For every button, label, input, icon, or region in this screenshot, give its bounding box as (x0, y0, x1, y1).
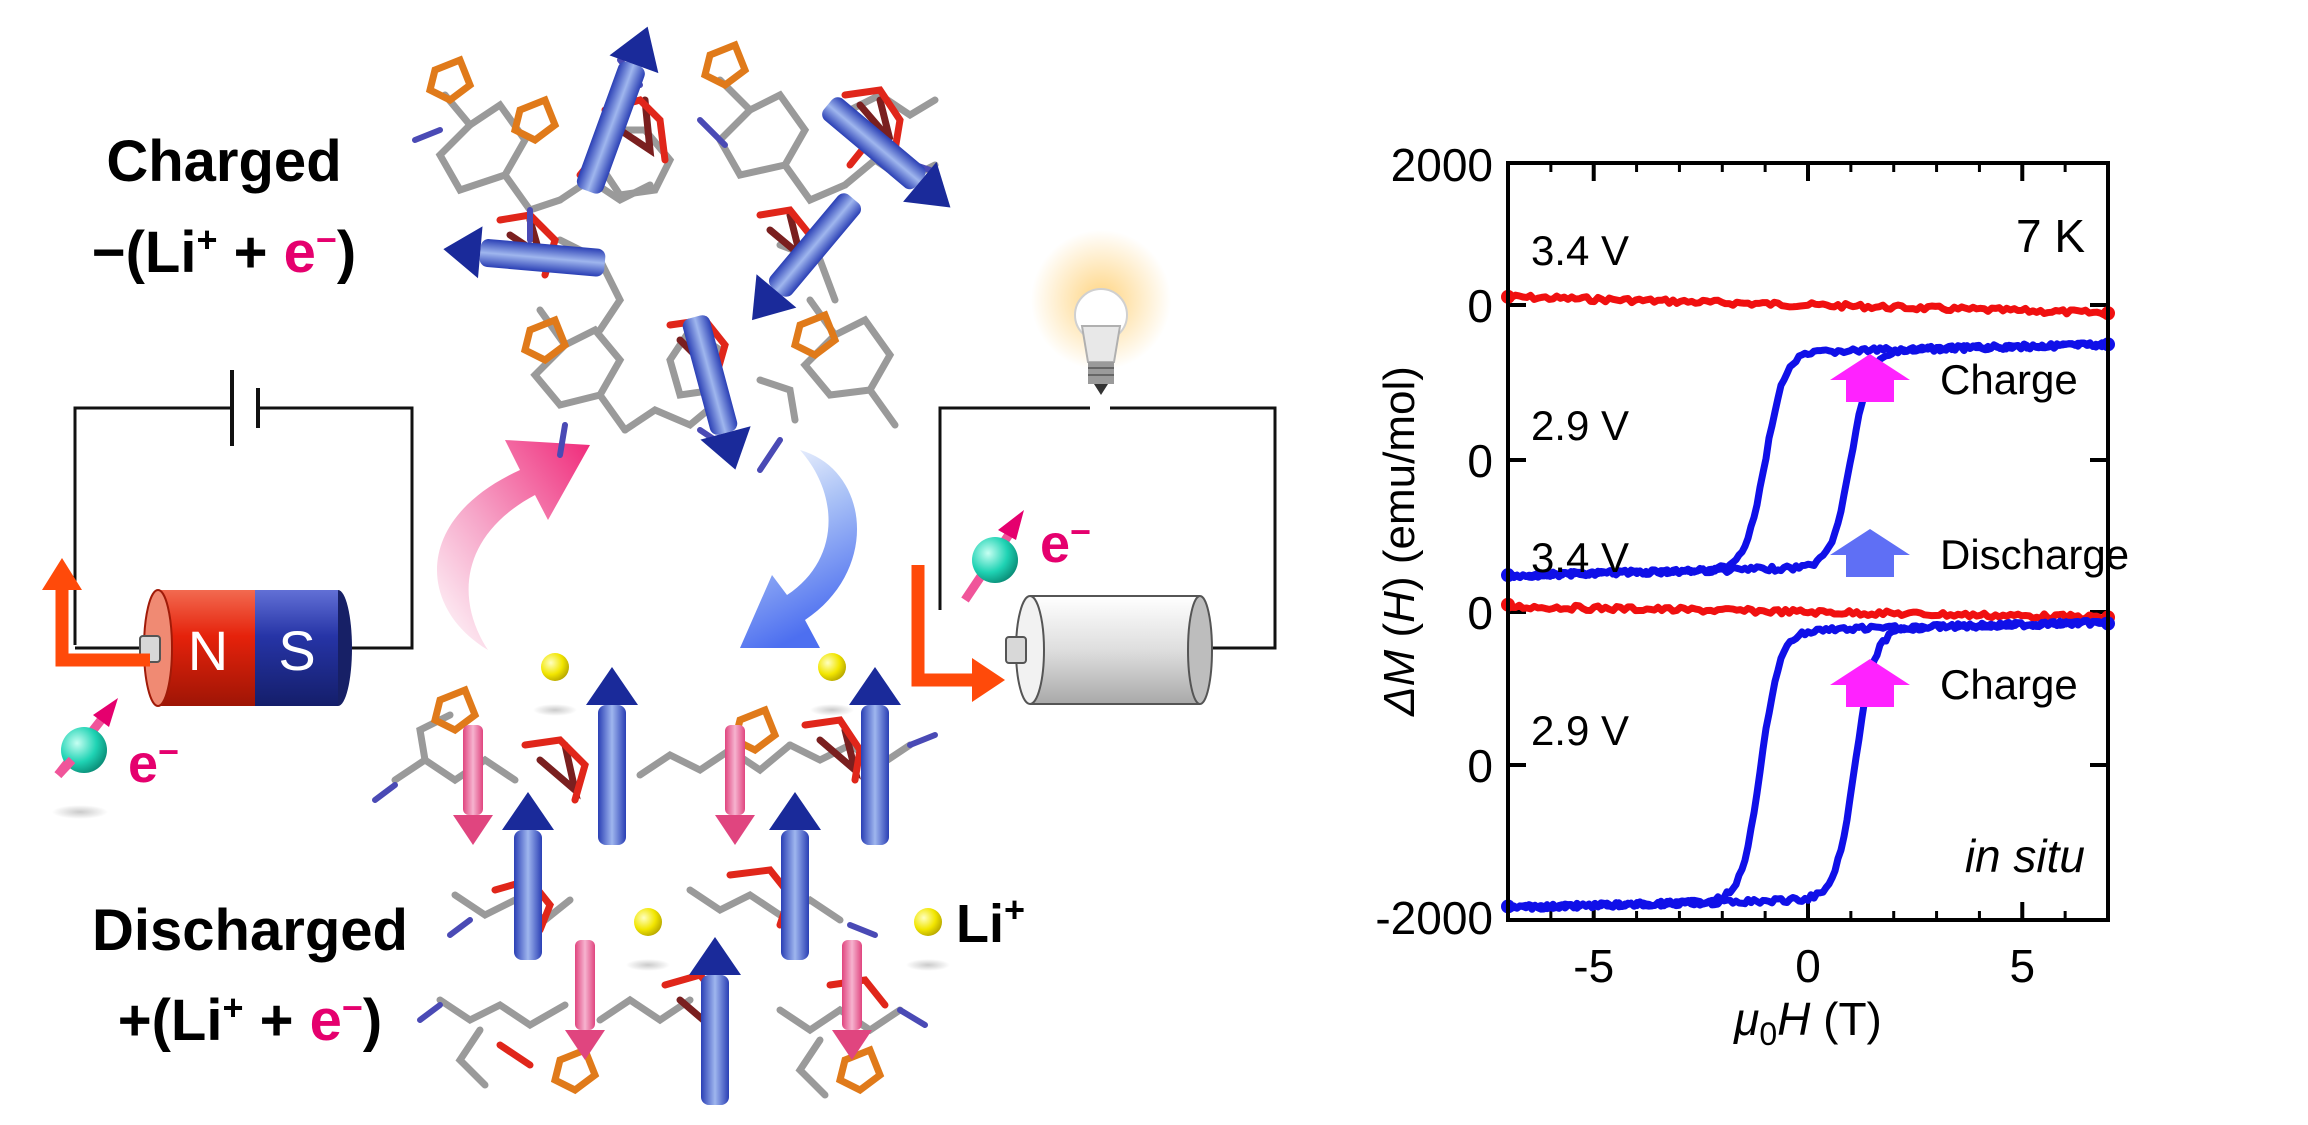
in-situ-label: in situ (1965, 830, 2085, 882)
electron-left-label: e− (128, 731, 179, 794)
y-zero-label: 0 (1467, 740, 1493, 792)
y-zero-label: 0 (1467, 587, 1493, 639)
process-label: Charge (1940, 356, 2078, 403)
y-axis-title: ΔM (H) (emu/mol) (1375, 366, 1424, 717)
magnet-n-label: N (188, 619, 228, 682)
series-voltage-label: 2.9 V (1531, 707, 1629, 754)
charged-formula: −(Li+ + e−) (92, 219, 357, 285)
light-bulb-icon (1031, 230, 1171, 395)
series-line (1505, 601, 2109, 623)
battery-magnet-scheme: Charged −(Li+ + e−) Discharged +(Li+ + e… (42, 26, 1277, 1105)
series-line (1507, 291, 2110, 319)
x-tick-label: -5 (1573, 940, 1614, 992)
discharged-formula: +(Li+ + e−) (118, 987, 383, 1053)
dc-source-icon (230, 370, 260, 446)
ytick-bottom: -2000 (1375, 892, 1493, 944)
process-arrow-2 (1830, 659, 1910, 707)
spin-electron-left (52, 698, 118, 819)
molecular-framework-charged (412, 40, 939, 473)
series-voltage-label: 3.4 V (1531, 534, 1629, 581)
charged-title: Charged (106, 129, 341, 194)
hysteresis-branch-down (1505, 617, 2110, 913)
temperature-label: 7 K (2016, 210, 2085, 262)
hysteresis-branch-down (1505, 338, 2110, 581)
x-tick-label: 0 (1795, 940, 1821, 992)
bar-magnet: N S (139, 589, 352, 707)
electron-right-label: e− (1040, 511, 1091, 574)
discharged-title: Discharged (92, 898, 408, 963)
series-voltage-label: 3.4 V (1531, 227, 1629, 274)
process-arrow-icon (1830, 659, 1910, 707)
battery-cell-icon (1005, 595, 1213, 705)
process-label: Discharge (1940, 531, 2129, 578)
charging-circuit (73, 406, 414, 650)
magnet-s-label: S (278, 619, 315, 682)
plot-frame (1506, 161, 2110, 922)
x-axis-title: μ0H (T) (1733, 993, 1882, 1052)
y-zero-label: 0 (1467, 280, 1493, 332)
ytick-top: 2000 (1391, 139, 1493, 191)
li-ions (533, 653, 950, 971)
discharge-curved-arrow (740, 450, 858, 648)
process-arrow-0 (1830, 354, 1910, 402)
current-direction-arrow-right (911, 565, 1005, 702)
spin-electron-right (961, 510, 1024, 603)
process-label: Charge (1940, 661, 2078, 708)
series-voltage-label: 2.9 V (1531, 402, 1629, 449)
current-direction-arrow-left (42, 558, 150, 667)
spin-arrows-charged (443, 26, 951, 470)
process-arrow-icon (1830, 529, 1910, 577)
process-arrow-1 (1830, 529, 1910, 577)
x-tick-label: 5 (2009, 940, 2035, 992)
y-zero-label: 0 (1467, 435, 1493, 487)
charge-curved-arrow (436, 440, 590, 650)
process-arrow-icon (1830, 354, 1910, 402)
li-ion-label: Li+ (956, 889, 1025, 954)
spin-arrows-discharged (453, 667, 901, 1105)
